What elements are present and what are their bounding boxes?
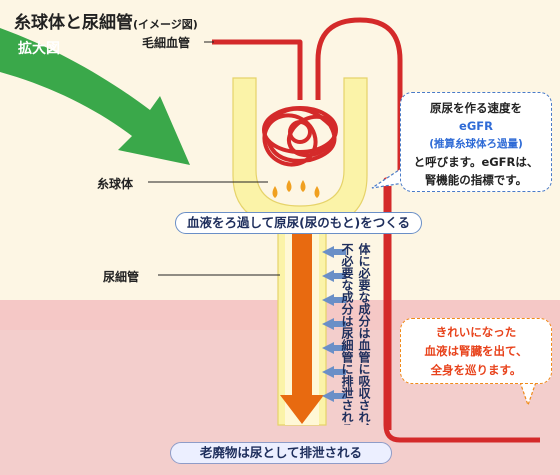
glomerulus-knot: [262, 106, 338, 167]
filtration-banner: 血液をろ過して原尿(尿のもと)をつくる: [175, 212, 422, 234]
clean-blood-bubble: きれいになった 血液は腎臓を出て、 全身を巡ります。: [400, 318, 552, 384]
blood-line2: 血液は腎臓を出て、: [424, 344, 528, 358]
afferent-vessel: [212, 39, 303, 100]
egfr-line5: 腎機能の指標です。: [424, 173, 528, 187]
capillary-label: 毛細血管: [142, 36, 191, 50]
title-sub: (イメージ図): [133, 18, 198, 31]
egfr-bubble: 原尿を作る速度を eGFR (推算糸球体ろ過量) と呼びます。eGFRは、 腎機…: [400, 92, 552, 192]
excretion-banner: 老廃物は尿として排泄される: [170, 442, 392, 464]
exchange-text-line2: 不必要な成分は尿細管に排泄される: [340, 243, 354, 425]
egfr-line1: 原尿を作る速度を: [430, 101, 522, 115]
egfr-line4: と呼びます。eGFRは、: [413, 155, 539, 169]
exchange-text-line1: 体に必要な成分は血管に吸収され、: [357, 243, 371, 425]
blood-line3: 全身を巡ります。: [430, 363, 522, 377]
filtrate-drops: [272, 180, 320, 198]
tubule-label: 尿細管: [103, 270, 140, 284]
zoom-label: 拡大図: [18, 41, 60, 57]
egfr-line2: eGFR: [459, 119, 493, 133]
zoom-arrow: [0, 28, 190, 165]
blood-line1: きれいになった: [435, 325, 517, 339]
glomerulus-label: 糸球体: [97, 177, 134, 191]
efferent-vessel: [315, 17, 540, 443]
page-title: 糸球体と尿細管(イメージ図): [14, 8, 198, 33]
egfr-line3: (推算糸球体ろ過量): [429, 138, 523, 150]
urine-flow-arrow: [280, 232, 324, 424]
title-main: 糸球体と尿細管: [14, 13, 133, 33]
exchange-arrows: [322, 246, 346, 402]
